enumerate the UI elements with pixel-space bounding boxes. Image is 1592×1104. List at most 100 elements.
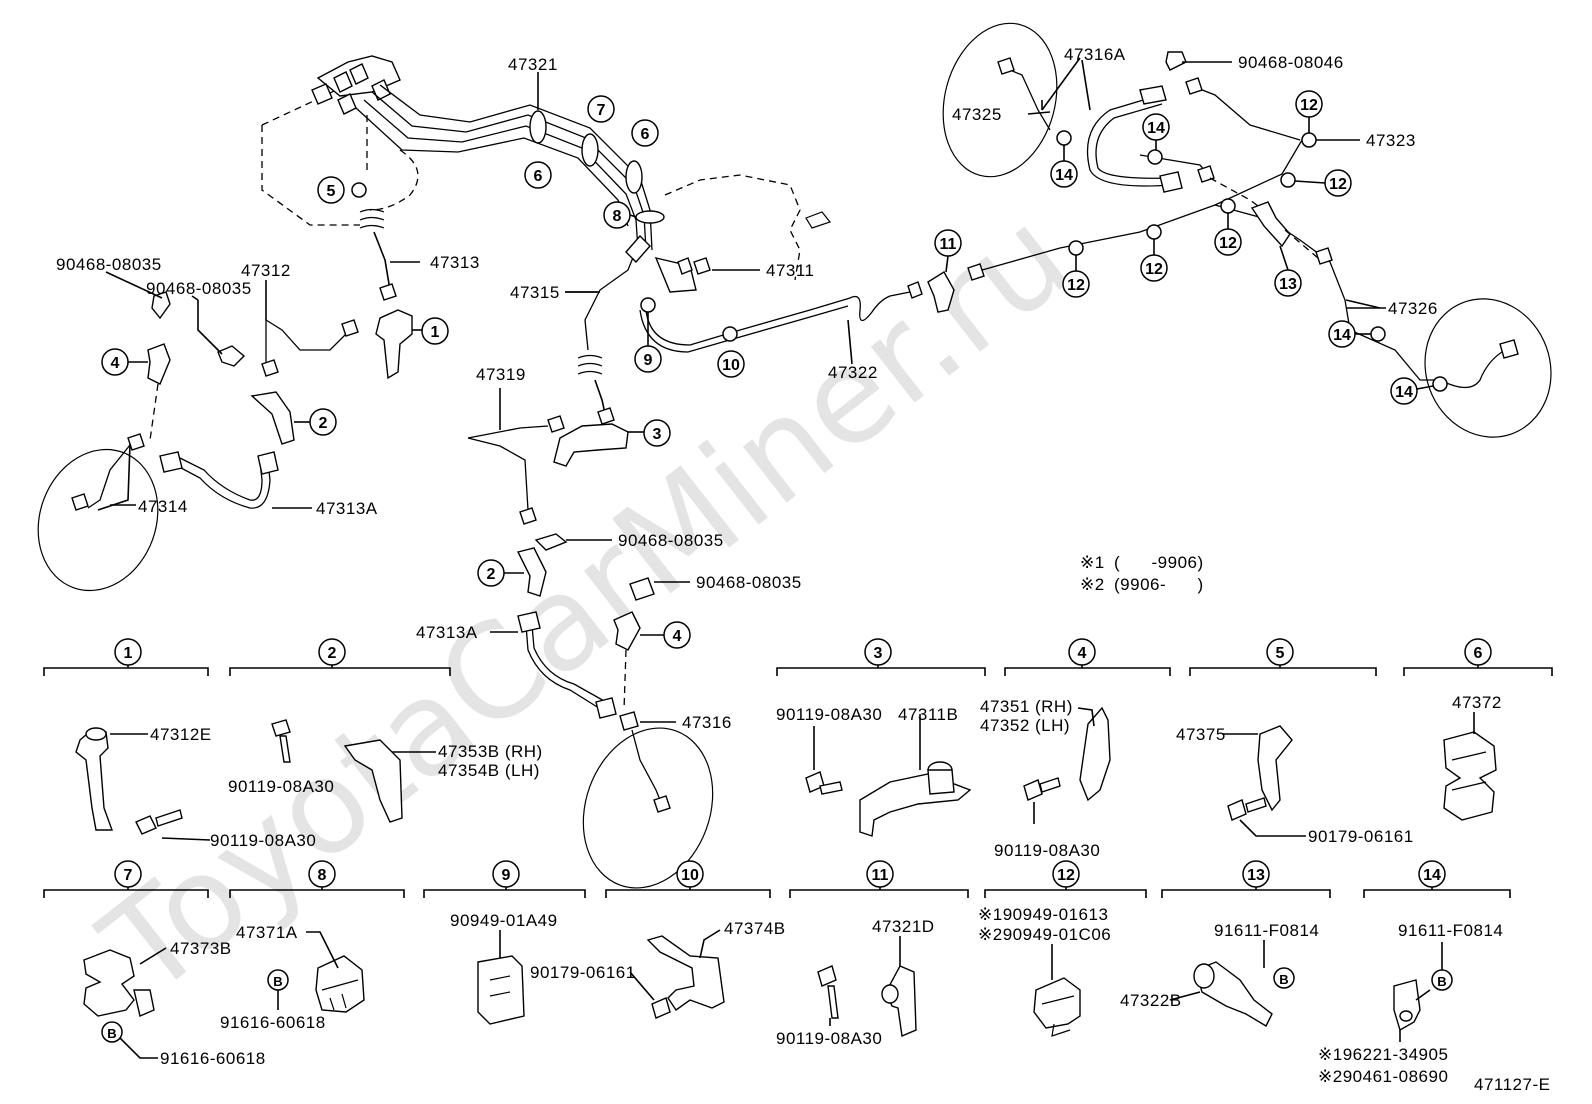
svg-text:12: 12 — [1057, 867, 1075, 884]
callout-12a: 12 — [1295, 90, 1323, 118]
svg-text:12: 12 — [1067, 277, 1085, 294]
callout-14b: 14 — [1142, 113, 1170, 141]
group-labels: 1 47312E 90119-08A30 2 90119-08A30 47353… — [101, 638, 1503, 1086]
label-47312: 47312 — [241, 261, 291, 280]
tube-47321 — [355, 72, 665, 251]
label-90468-a: 90468-08035 — [56, 255, 162, 274]
svg-text:※290461-08690: ※290461-08690 — [1318, 1067, 1448, 1086]
svg-text:3: 3 — [874, 645, 883, 662]
notes: ※1 ( -9906) ※2 (9906- ) — [1080, 553, 1204, 594]
label-47311: 47311 — [766, 261, 815, 280]
group-7: 7 47373B 91616-60618 B — [101, 860, 265, 1068]
group-10: 10 47374B 90179-06161 — [530, 860, 785, 982]
svg-text:7: 7 — [124, 867, 133, 884]
callout-12e: 12 — [1062, 270, 1090, 298]
callout-9: 9 — [634, 345, 662, 373]
label-47323: 47323 — [1366, 131, 1416, 150]
label-47313A-center: 47313A — [416, 623, 478, 642]
label-90468-e: 90468-08046 — [1238, 53, 1344, 72]
svg-text:47373B: 47373B — [170, 939, 232, 958]
svg-text:9: 9 — [644, 352, 653, 369]
svg-text:6: 6 — [1474, 645, 1483, 662]
svg-text:1: 1 — [431, 324, 440, 341]
group-11: 11 47321D 90119-08A30 — [776, 860, 934, 1048]
svg-text:12: 12 — [1329, 176, 1347, 193]
svg-text:9: 9 — [502, 867, 511, 884]
svg-text:90179-06161: 90179-06161 — [1308, 827, 1414, 846]
svg-text:47371A: 47371A — [236, 923, 298, 942]
callout-4b: 4 — [663, 621, 691, 649]
callout-4a: 4 — [101, 348, 129, 376]
svg-text:47354B (LH): 47354B (LH) — [438, 761, 540, 780]
callout-7: 7 — [587, 95, 615, 123]
svg-text:14: 14 — [1333, 327, 1351, 344]
svg-text:47375: 47375 — [1176, 725, 1226, 744]
note-1-text: ( -9906) — [1114, 553, 1204, 572]
group-5: 5 47375 90179-06161 — [1176, 638, 1414, 846]
label-47316: 47316 — [682, 713, 732, 732]
svg-text:90949-01A49: 90949-01A49 — [450, 911, 558, 930]
svg-text:※290949-01C06: ※290949-01C06 — [978, 925, 1111, 944]
callout-2a: 2 — [309, 408, 337, 436]
svg-text:90119-08A30: 90119-08A30 — [210, 831, 316, 850]
svg-text:90119-08A30: 90119-08A30 — [776, 1029, 882, 1048]
svg-text:91611-F0814: 91611-F0814 — [1214, 921, 1319, 940]
svg-text:90179-06161: 90179-06161 — [530, 963, 636, 982]
svg-text:90119-08A30: 90119-08A30 — [994, 841, 1100, 860]
callout-1: 1 — [421, 317, 449, 345]
right-tube-run — [927, 22, 1552, 438]
master-cylinder-area — [261, 55, 419, 291]
callout-2b: 2 — [477, 559, 505, 587]
group-14: 14 91611-F0814 B ※196221-34905 ※290461-0… — [1318, 860, 1503, 1086]
label-47313A: 47313A — [316, 499, 378, 518]
svg-text:91616-60618: 91616-60618 — [220, 1013, 326, 1032]
svg-text:1: 1 — [124, 645, 133, 662]
svg-text:6: 6 — [534, 168, 543, 185]
callout-12d: 12 — [1140, 254, 1168, 282]
svg-text:4: 4 — [673, 628, 682, 645]
group-3: 3 90119-08A30 47311B — [776, 638, 958, 724]
svg-text:8: 8 — [318, 867, 327, 884]
callout-14c: 14 — [1328, 320, 1356, 348]
callout-8: 8 — [603, 201, 631, 229]
note-2-text: (9906- ) — [1114, 575, 1204, 594]
callout-6b: 6 — [631, 119, 659, 147]
svg-text:6: 6 — [641, 126, 650, 143]
callout-6a: 6 — [524, 161, 552, 189]
label-47319: 47319 — [476, 365, 526, 384]
svg-text:11: 11 — [872, 867, 889, 884]
svg-text:47312E: 47312E — [150, 725, 212, 744]
svg-text:12: 12 — [1219, 235, 1237, 252]
label-47326: 47326 — [1388, 299, 1438, 318]
svg-text:2: 2 — [487, 566, 496, 583]
label-47321: 47321 — [508, 55, 558, 74]
center-lower-tubes — [467, 407, 714, 889]
svg-text:B: B — [1279, 972, 1288, 987]
label-90468-b: 90468-08035 — [146, 279, 252, 298]
left-tubes — [37, 271, 413, 592]
leader-lines — [110, 59, 1091, 509]
group-6: 6 47372 — [1452, 638, 1501, 712]
svg-text:10: 10 — [722, 357, 740, 374]
svg-text:4: 4 — [1078, 645, 1087, 662]
callout-3: 3 — [643, 419, 671, 447]
svg-text:12: 12 — [1145, 261, 1163, 278]
label-47315: 47315 — [510, 283, 560, 302]
label-47322: 47322 — [828, 363, 878, 382]
label-47313: 47313 — [430, 253, 480, 272]
top-labels: 47321 47313 47312 90468-08035 90468-0803… — [56, 45, 1438, 732]
svg-text:14: 14 — [1055, 167, 1073, 184]
svg-text:13: 13 — [1247, 867, 1265, 884]
group-4: 4 47351 (RH) 47352 (LH) 90119-08A30 — [980, 638, 1100, 860]
svg-text:14: 14 — [1423, 867, 1441, 884]
label-90468-c: 90468-08035 — [618, 531, 724, 550]
svg-text:3: 3 — [653, 426, 662, 443]
callout-12b: 12 — [1324, 169, 1352, 197]
svg-text:8: 8 — [613, 208, 622, 225]
label-47316A: 47316A — [1064, 45, 1126, 64]
tube-47315 — [565, 234, 923, 419]
svg-text:10: 10 — [681, 867, 699, 884]
detail-groups — [43, 652, 1553, 1059]
group-1: 1 47312E 90119-08A30 — [114, 638, 316, 850]
